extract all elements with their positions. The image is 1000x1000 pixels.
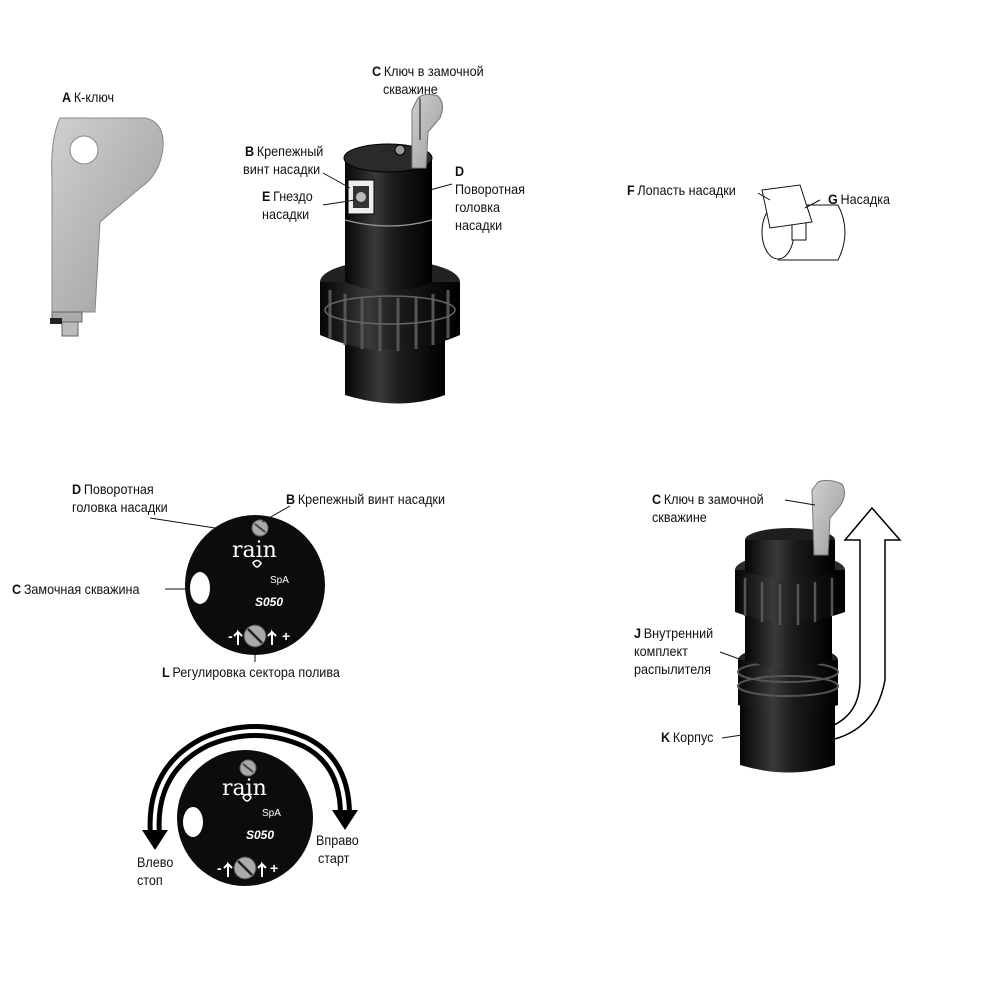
model-label-mid: S050 <box>255 595 284 609</box>
top-sprinkler-illustration <box>320 93 460 404</box>
label-turret-top: D <box>455 163 465 179</box>
label-left-stop-2: стоп <box>137 872 163 888</box>
logo-suffix-bottom: SpA <box>262 808 281 819</box>
logo-suffix-mid: SpA <box>270 575 289 586</box>
dial-plus-bottom: + <box>270 860 279 876</box>
brand-logo-mid: rain <box>232 538 277 563</box>
k-key-illustration <box>50 117 164 337</box>
mid-leader-lines <box>149 505 291 662</box>
dial-minus-mid: - <box>228 628 233 644</box>
right-sprinkler-illustration <box>735 479 902 773</box>
top-leader-lines <box>322 98 453 206</box>
label-right-start-2: старт <box>318 850 350 866</box>
dial-plus-mid: + <box>282 628 291 644</box>
label-nozzle-screw-top-2: винт насадки <box>243 161 321 177</box>
label-turret-top-4: насадки <box>455 217 503 233</box>
label-left-stop: Влево <box>137 854 174 870</box>
label-inner-assembly-3: распылителя <box>634 661 711 677</box>
label-keyhole-key-right-2: скважине <box>652 509 707 525</box>
label-inner-assembly-2: комплект <box>634 643 688 659</box>
nozzle-illustration <box>757 184 846 261</box>
label-turret-top-3: головка <box>455 199 501 215</box>
rotation-dial <box>142 724 358 886</box>
model-label-bottom: S050 <box>246 828 275 842</box>
label-turret-mid-2: головка насадки <box>72 499 168 515</box>
dial-minus-bottom: - <box>217 860 222 876</box>
label-keyhole-key-top-2: скважине <box>383 81 438 97</box>
right-leader-lines <box>719 499 816 739</box>
label-turret-top-2: Поворотная <box>455 181 525 197</box>
label-nozzle-socket-2: насадки <box>262 206 310 222</box>
brand-logo-bottom: rain <box>222 776 267 801</box>
arc-adjust-dial <box>185 515 325 655</box>
label-right-start: Вправо <box>316 832 359 848</box>
